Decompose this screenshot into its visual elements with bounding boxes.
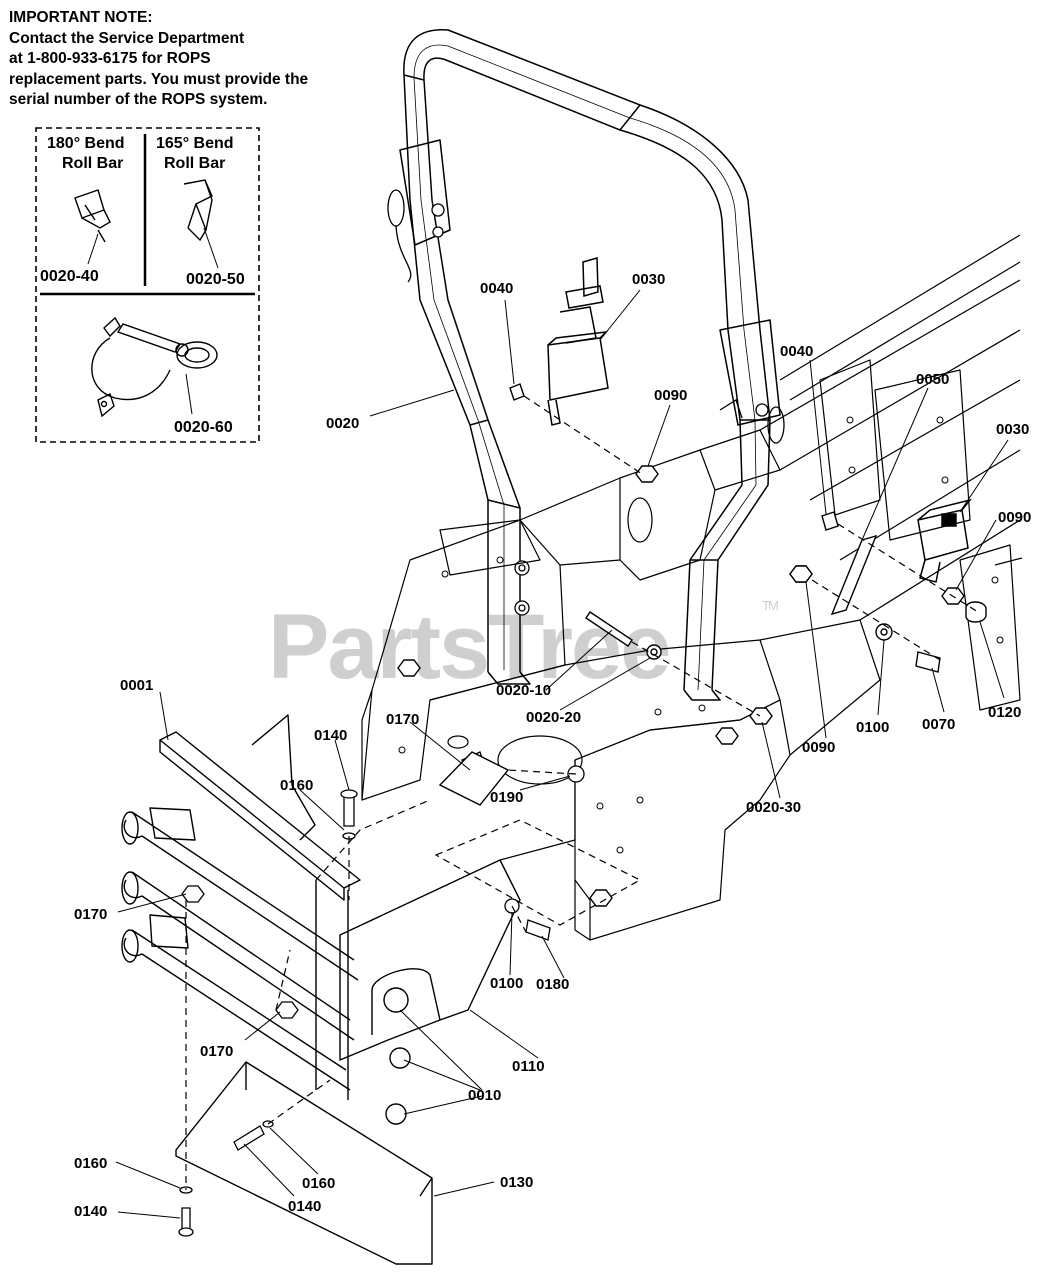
callout-label: 0160 [302,1175,335,1192]
callout-label: 0020-30 [746,799,801,816]
callout-label: 0180 [536,976,569,993]
inset-left-title: Roll Bar [62,155,123,172]
callout-label: 0001 [120,677,153,694]
watermark-tm: TM [762,598,778,613]
frame-hole [398,416,1004,854]
callout-label: 0020-50 [186,271,245,288]
bolt-icon [431,203,769,616]
callout-label: 0020-40 [40,268,99,285]
front-guard-assembly [121,714,521,1100]
assembly-line [185,769,642,1190]
pin-icon [387,189,785,444]
callout-label: 0020 [326,415,359,432]
callout-label: 0030 [632,271,665,288]
callout-label: 0170 [74,906,107,923]
callout-label: 0100 [856,719,889,736]
callout-label: 0120 [988,704,1021,721]
note-line: at 1-800-933-6175 for ROPS [9,50,211,67]
lynch-pin-icon [91,316,218,418]
callout-label: 0020-60 [174,419,233,436]
hardware [509,383,987,725]
note-line: serial number of the ROPS system. [9,91,268,108]
callout-label: 0020-10 [496,682,551,699]
callout-label: 0020-20 [526,709,581,726]
callout-label: 0090 [802,739,835,756]
inset-right-title: Roll Bar [164,155,225,172]
leader-lines [115,289,1009,1219]
callout-label: 0040 [480,280,513,297]
callout-label: 0010 [468,1087,501,1104]
rops-roll-bar [399,29,781,701]
clip-180-icon [74,189,111,243]
callout-label: 0110 [512,1058,545,1075]
note-line: replacement parts. You must provide the [9,70,309,88]
callout-label: 0170 [386,711,419,728]
callout-label: 0190 [490,789,523,806]
callout-labels: 0040 0030 0090 0020 0040 0050 0030 0090 … [74,271,1031,1220]
callout-label: 0130 [500,1174,533,1191]
leader-lines [87,227,219,415]
seat-belt-icon [547,257,609,426]
callout-label: 0050 [916,371,949,388]
callout-label: 0160 [74,1155,107,1172]
inset-right-title: 165° Bend [156,135,234,152]
callout-label: 0030 [996,421,1029,438]
bottom-plate [175,1061,433,1265]
assembly-line [523,395,979,717]
callout-label: 0040 [780,343,813,360]
hardware [178,751,585,1237]
note-line: IMPORTANT NOTE: [9,9,153,26]
clip-165-icon [183,179,213,242]
inset-box [35,127,260,443]
cap-icon [383,987,411,1125]
important-note: IMPORTANT NOTE: Contact the Service Depa… [9,8,349,111]
callout-label: 0140 [74,1203,107,1220]
callout-label: 0100 [490,975,523,992]
note-line: Contact the Service Department [9,29,245,47]
mower-frame [361,234,1023,941]
inset-left-title: 180° Bend [47,135,125,152]
callout-label: 0160 [280,777,313,794]
watermark: PartsTree [268,596,669,698]
callout-label: 0070 [922,716,955,733]
seat-belt-icon [917,498,972,583]
callout-label: 0140 [288,1198,321,1215]
callout-label: 0140 [314,727,347,744]
callout-label: 0090 [654,387,687,404]
callout-label: 0170 [200,1043,233,1060]
callout-label: 0090 [998,509,1031,526]
